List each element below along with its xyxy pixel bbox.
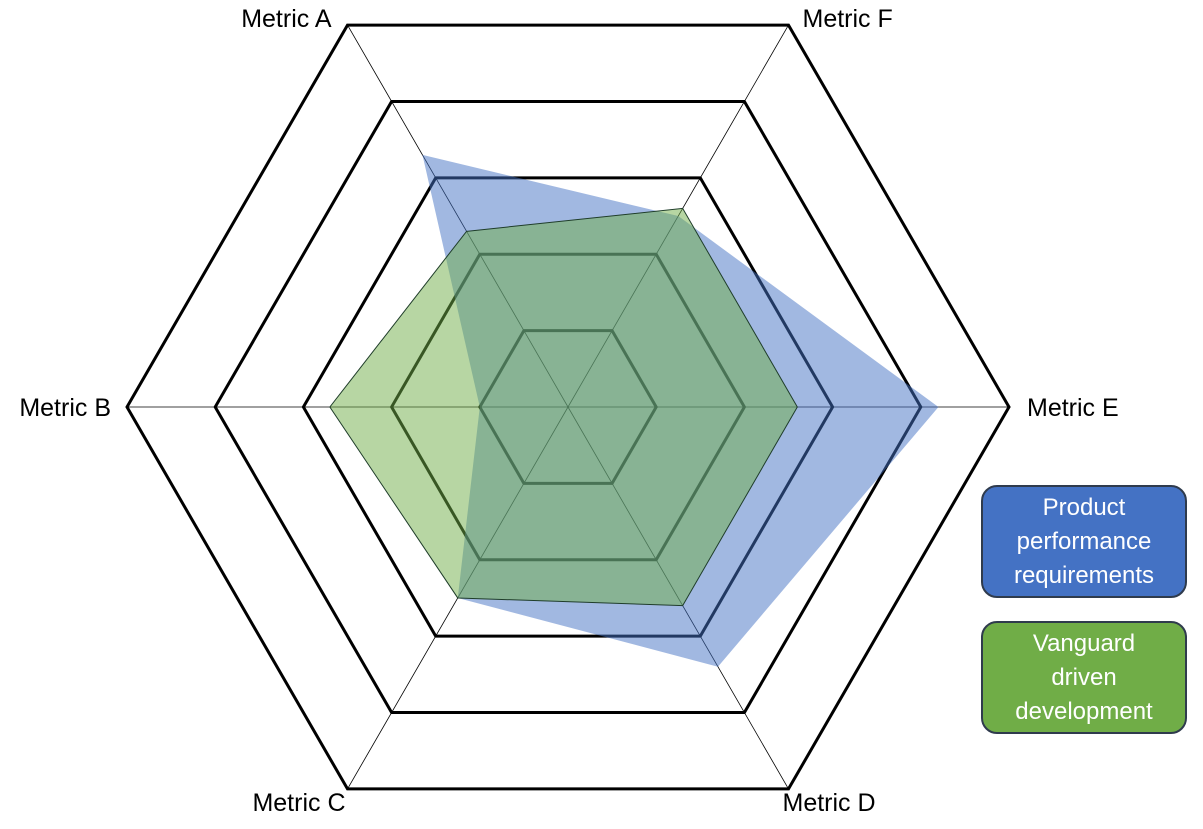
axis-label-metric-c: Metric C bbox=[252, 789, 345, 817]
axis-label-metric-a: Metric A bbox=[241, 5, 332, 33]
legend-text: Product bbox=[1042, 493, 1126, 521]
legend-product-performance: Product performance requirements bbox=[981, 485, 1187, 598]
axis-label-metric-f: Metric F bbox=[803, 5, 893, 33]
legend-text: development bbox=[1015, 697, 1153, 725]
axis-label-metric-d: Metric D bbox=[783, 789, 876, 817]
radar-series bbox=[329, 154, 939, 667]
axis-labels: Metric A Metric F Metric E Metric D Metric C… bbox=[19, 5, 1118, 817]
legend-text: driven bbox=[1051, 663, 1117, 691]
axis-label-metric-e: Metric E bbox=[1027, 394, 1119, 422]
series-area-1 bbox=[329, 207, 798, 607]
legend-vanguard-driven: Vanguard driven development bbox=[981, 621, 1187, 734]
radar-ring bbox=[213, 99, 923, 715]
legend-text: requirements bbox=[1013, 561, 1155, 589]
legend-text: Vanguard bbox=[1032, 629, 1136, 657]
axis-label-metric-b: Metric B bbox=[19, 394, 111, 422]
legend-text: performance bbox=[1016, 527, 1152, 555]
radar-ring bbox=[125, 23, 1011, 791]
